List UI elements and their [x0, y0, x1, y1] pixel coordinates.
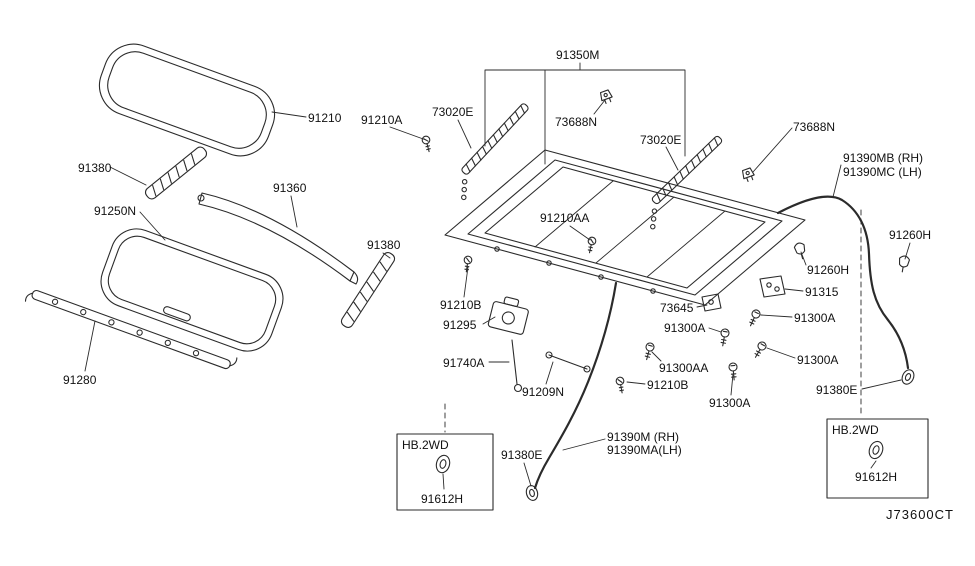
- grommet-91380E-rear: [899, 367, 917, 387]
- label-91210: 91210: [308, 111, 342, 125]
- label-91380-mid: 91380: [367, 238, 401, 252]
- grommet-91612H-right: [866, 438, 886, 462]
- screw-91210AA: [585, 235, 598, 255]
- screw-91210B-center: [615, 376, 627, 395]
- rod-91740A: [511, 339, 523, 393]
- bracket-91350M: [484, 62, 686, 165]
- bolt-91300A-4: [751, 339, 769, 360]
- bracket-73645: [701, 293, 722, 312]
- sunroof-frame-assembly: [444, 149, 806, 306]
- motor-unit-91295: [487, 296, 529, 335]
- drain-hose-rear: [776, 195, 910, 370]
- leader-lines: [84, 62, 911, 490]
- dashed-reference-lines: [444, 209, 862, 433]
- label-91300A-4: 91300A: [709, 396, 751, 410]
- label-73020E-right: 73020E: [640, 133, 682, 147]
- label-91260H-mid: 91260H: [807, 263, 850, 277]
- grommet-91612H-left: [433, 453, 453, 475]
- bracket-91315: [759, 275, 786, 298]
- label-91210A: 91210A: [361, 113, 403, 127]
- inset-right-title: HB.2WD: [832, 423, 879, 437]
- clip-91260H-mid: [793, 241, 808, 261]
- label-91280: 91280: [63, 373, 97, 387]
- side-strip-left: [144, 146, 208, 200]
- label-91250N: 91250N: [94, 204, 137, 218]
- label-91350M: 91350M: [556, 48, 600, 62]
- label-91295: 91295: [443, 318, 477, 332]
- label-91390MC: 91390MC (LH): [843, 165, 922, 179]
- label-91300AA: 91300AA: [659, 361, 709, 375]
- bolt-91300A-2: [718, 327, 731, 348]
- label-91210AA: 91210AA: [540, 211, 590, 225]
- label-73020E-left: 73020E: [432, 105, 474, 119]
- label-91380E-left: 91380E: [501, 448, 543, 462]
- weatherstrip: [24, 289, 238, 370]
- label-73688N-right: 73688N: [793, 120, 836, 134]
- label-73645: 73645: [660, 301, 694, 315]
- label-91380E-right: 91380E: [816, 383, 858, 397]
- bolt-91300A-1: [746, 308, 762, 329]
- side-strip-right: [340, 252, 396, 328]
- clip-73688N-left: [598, 88, 615, 106]
- bolt-91300A-3: [728, 362, 739, 381]
- clip-91210A: [420, 134, 434, 154]
- sunshade-panel: [100, 228, 284, 352]
- inset-right-part: 91612H: [855, 470, 898, 484]
- label-91300A-2: 91300A: [664, 321, 706, 335]
- label-91210B-center: 91210B: [647, 378, 689, 392]
- label-91360: 91360: [273, 181, 307, 195]
- inset-left-part: 91612H: [421, 492, 464, 506]
- label-91210B-left: 91210B: [440, 298, 482, 312]
- bolt-91300AA: [642, 341, 656, 362]
- label-73688N-left: 73688N: [555, 115, 598, 129]
- label-91209N: 91209N: [522, 385, 565, 399]
- inset-box-right: [826, 418, 929, 499]
- rod-91209N: [545, 351, 591, 373]
- sunroof-glass-panel: [98, 43, 276, 157]
- diagram-code: J73600CT: [886, 507, 954, 522]
- drain-hose-front: [533, 281, 618, 490]
- inset-box-left: [396, 433, 494, 511]
- drip-rail: [197, 192, 359, 285]
- label-91390M: 91390M (RH): [607, 430, 680, 444]
- label-91260H-right: 91260H: [889, 228, 932, 242]
- inset-left-title: HB.2WD: [402, 438, 449, 452]
- grommet-91380E-front: [524, 483, 540, 503]
- label-91300A-3: 91300A: [797, 353, 839, 367]
- label-91390MA: 91390MA(LH): [607, 443, 682, 457]
- label-91390MB: 91390MB (RH): [843, 151, 924, 165]
- clip-91260H-right: [896, 254, 911, 274]
- label-91315: 91315: [805, 285, 839, 299]
- clip-73688N-right: [740, 166, 757, 184]
- label-91300A-1: 91300A: [794, 311, 836, 325]
- label-91380-left: 91380: [78, 161, 112, 175]
- label-91740A: 91740A: [443, 356, 485, 370]
